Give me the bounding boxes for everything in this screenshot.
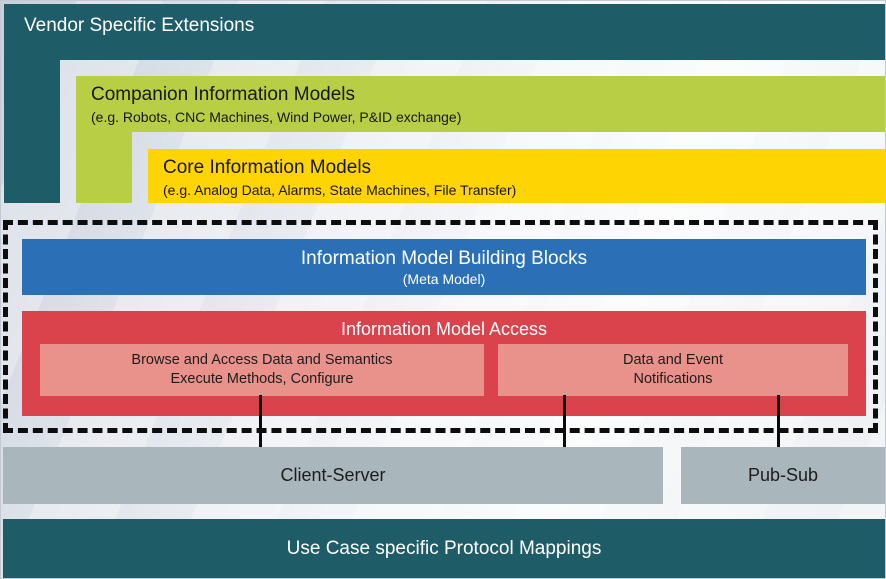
model-access-title: Information Model Access: [340, 319, 548, 339]
core-models-title: Core Information Models: [163, 157, 372, 178]
browse-access-line2: Execute Methods, Configure: [170, 371, 354, 387]
companion-models-layer: Companion Information Models (e.g. Robot…: [76, 76, 885, 132]
connector-line-notifications-to-pub-sub: [777, 395, 780, 447]
core-models-layer: Core Information Models (e.g. Analog Dat…: [148, 149, 885, 203]
building-blocks-title: Information Model Building Blocks: [300, 247, 588, 269]
pub-sub-label: Pub-Sub: [747, 465, 819, 485]
protocol-mappings-title: Use Case specific Protocol Mappings: [286, 537, 602, 559]
browse-access-capability-box: Browse and Access Data and Semantics Exe…: [40, 344, 484, 396]
client-server-box: Client-Server: [3, 447, 663, 504]
data-event-line1: Data and Event: [623, 352, 723, 368]
data-event-capability-box: Data and Event Notifications: [498, 344, 848, 396]
vendor-extensions-title: Vendor Specific Extensions: [24, 15, 255, 36]
connector-line-browse-to-client-server: [259, 395, 262, 447]
pub-sub-box: Pub-Sub: [681, 447, 885, 504]
building-blocks-subtitle: (Meta Model): [402, 270, 486, 287]
vendor-extensions-left-column: [4, 60, 60, 203]
building-blocks-bar: Information Model Building Blocks (Meta …: [22, 239, 866, 295]
companion-models-title: Companion Information Models: [91, 84, 356, 105]
companion-models-subtitle: (e.g. Robots, CNC Machines, Wind Power, …: [91, 109, 462, 125]
client-server-label: Client-Server: [280, 465, 386, 485]
connector-line-notifications-to-client-server: [563, 395, 566, 447]
core-models-subtitle: (e.g. Analog Data, Alarms, State Machine…: [163, 182, 517, 198]
data-event-line2: Notifications: [633, 371, 713, 387]
model-access-bar: Information Model Access Browse and Acce…: [22, 311, 866, 416]
vendor-extensions-layer: Vendor Specific Extensions: [4, 4, 885, 60]
protocol-mappings-bar: Use Case specific Protocol Mappings: [3, 519, 885, 578]
browse-access-line1: Browse and Access Data and Semantics: [131, 352, 393, 368]
companion-models-left-column: [76, 132, 132, 203]
